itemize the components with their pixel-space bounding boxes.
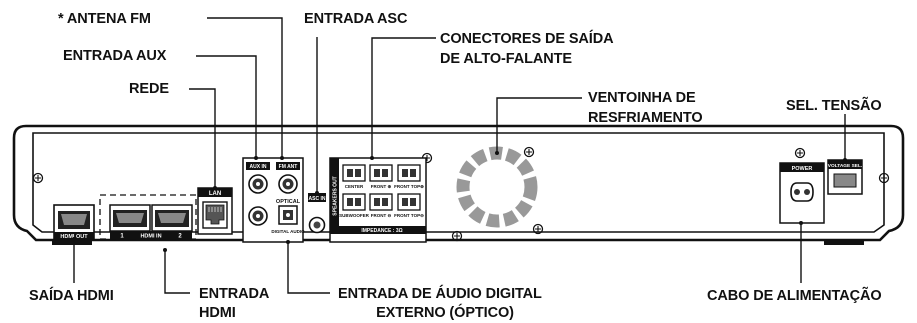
subwoofer-label: SUBWOOFER bbox=[339, 213, 369, 218]
callout-lines bbox=[73, 17, 846, 294]
lan-label: LAN bbox=[209, 191, 221, 197]
hdmi-in-1-number: 1 bbox=[120, 234, 124, 240]
label-ventoinha-line1: VENTOINHA DE bbox=[588, 90, 696, 106]
power-label: POWER bbox=[792, 166, 813, 172]
hdmi-in-group: 1 HDMI IN 2 bbox=[99, 194, 197, 240]
label-ventoinha-line2: RESFRIAMENTO bbox=[588, 110, 703, 126]
screw-icon bbox=[878, 172, 890, 184]
voltage-selector[interactable]: VOLTAGE SEL. bbox=[827, 159, 863, 195]
front-top-right-label: FRONT TOP⊕ bbox=[394, 184, 424, 189]
callout-line-rede bbox=[189, 88, 216, 188]
screw-icon bbox=[532, 223, 544, 235]
callout-line-conectores bbox=[371, 37, 436, 158]
fm-ant-label: FM ANT bbox=[279, 164, 298, 170]
speaker-terminal-front-left[interactable] bbox=[369, 193, 393, 211]
speaker-terminal-front-top-left[interactable] bbox=[397, 193, 421, 211]
speaker-terminal-front-right[interactable] bbox=[369, 164, 393, 182]
callout-dots bbox=[72, 151, 847, 252]
aux-in-right-jack[interactable] bbox=[248, 174, 268, 194]
device-inner-panel bbox=[32, 132, 885, 233]
screw-icon bbox=[32, 172, 44, 184]
impedance-label: IMPEDANCE : 3Ω bbox=[361, 228, 402, 234]
digital-audio-label: DIGITAL AUDIO bbox=[271, 229, 305, 234]
label-audio-digital-line2: EXTERNO (ÓPTICO) bbox=[376, 305, 514, 321]
label-entrada-hdmi-line1: ENTRADA bbox=[199, 286, 270, 302]
callout-line-antena-fm bbox=[207, 17, 283, 158]
asc-in-label: ASC IN bbox=[309, 196, 326, 202]
optical-port[interactable] bbox=[278, 205, 298, 225]
label-entrada-aux: ENTRADA AUX bbox=[63, 48, 167, 64]
fm-ant-jack[interactable] bbox=[278, 174, 298, 194]
hdmi-in-2-number: 2 bbox=[178, 234, 182, 240]
screw-icon bbox=[523, 146, 535, 158]
label-sel-tensao: SEL. TENSÃO bbox=[786, 98, 882, 114]
label-rede: REDE bbox=[129, 81, 169, 97]
speakers-out-block: SPEAKERS OUT CENTER FRONT ⊕ FRONT TOP⊕ S… bbox=[329, 157, 427, 243]
callout-line-ventoinha bbox=[496, 97, 582, 153]
device-foot-right bbox=[824, 240, 864, 245]
speaker-terminal-front-top-right[interactable] bbox=[397, 164, 421, 182]
hdmi-in-1-port[interactable] bbox=[116, 213, 144, 223]
hdmi-out-label: HDMI OUT bbox=[60, 234, 88, 240]
aux-fm-block: AUX IN FM ANT OPTICAL DIGITAL AUDIO bbox=[242, 157, 305, 243]
callout-line-entrada-aux bbox=[196, 55, 257, 158]
hdmi-in-2-port[interactable] bbox=[158, 213, 186, 223]
hdmi-out-port[interactable]: HDMI OUT bbox=[53, 204, 95, 240]
callout-line-entrada-hdmi bbox=[164, 250, 190, 294]
speakers-out-label: SPEAKERS OUT bbox=[333, 176, 339, 215]
front-right-label: FRONT ⊕ bbox=[371, 184, 392, 189]
aux-in-label: AUX IN bbox=[250, 164, 267, 170]
front-left-label: FRONT ⊖ bbox=[371, 213, 392, 218]
label-entrada-asc: ENTRADA ASC bbox=[304, 11, 408, 27]
power-socket-block: POWER bbox=[779, 162, 825, 224]
lan-port[interactable]: LAN bbox=[197, 187, 233, 235]
front-top-left-label: FRONT TOP⊖ bbox=[394, 213, 424, 218]
speaker-terminal-subwoofer[interactable] bbox=[342, 193, 366, 211]
screw-icon bbox=[451, 230, 463, 242]
label-audio-digital-line1: ENTRADA DE ÁUDIO DIGITAL bbox=[338, 286, 542, 302]
device-foot-left bbox=[52, 240, 92, 245]
callout-line-audio-digital bbox=[287, 242, 330, 294]
power-socket[interactable] bbox=[790, 182, 814, 202]
label-antena-fm: * ANTENA FM bbox=[58, 11, 151, 27]
label-cabo-alimentacao: CABO DE ALIMENTAÇÃO bbox=[707, 288, 882, 304]
center-label: CENTER bbox=[345, 184, 364, 189]
optical-label: OPTICAL bbox=[276, 199, 301, 205]
screw-icon bbox=[794, 147, 806, 159]
label-conectores-line1: CONECTORES DE SAÍDA bbox=[440, 31, 614, 47]
voltage-sel-label: VOLTAGE SEL. bbox=[828, 163, 862, 169]
label-conectores-line2: DE ALTO-FALANTE bbox=[440, 51, 572, 67]
label-entrada-hdmi-line2: HDMI bbox=[199, 305, 236, 321]
speaker-terminal-center[interactable] bbox=[342, 164, 366, 182]
asc-in-port[interactable]: ASC IN bbox=[308, 193, 326, 234]
aux-in-left-jack[interactable] bbox=[248, 206, 268, 226]
label-saida-hdmi: SAÍDA HDMI bbox=[29, 288, 114, 304]
hdmi-in-label: HDMI IN bbox=[140, 234, 161, 240]
